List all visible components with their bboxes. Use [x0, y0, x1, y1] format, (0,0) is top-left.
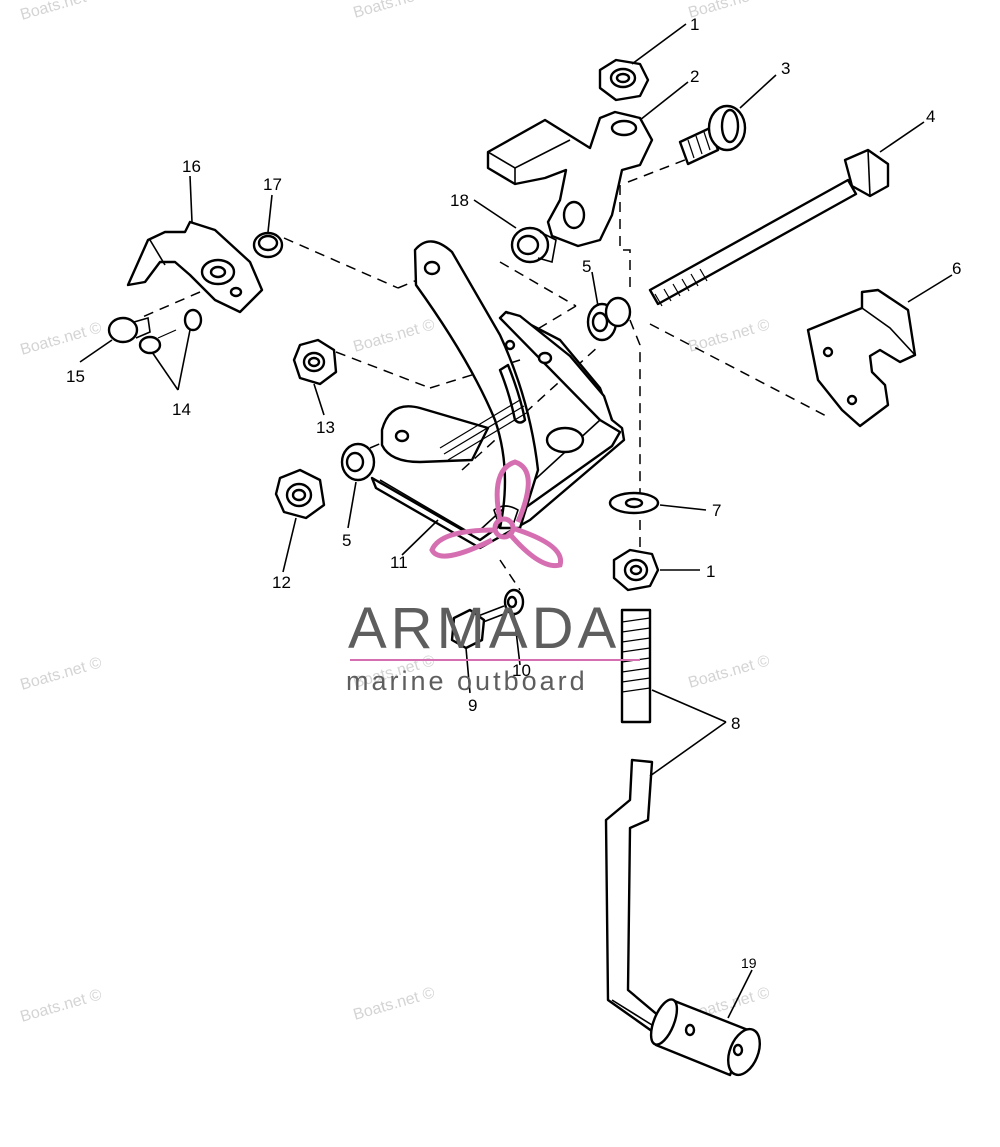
callout-label: 9 — [468, 696, 477, 715]
watermark: Boats.net © — [18, 319, 103, 359]
callout-label: 14 — [172, 400, 191, 419]
callout-label: 1 — [690, 15, 699, 34]
callout-label: 1 — [706, 562, 715, 581]
watermark: Boats.net © — [351, 316, 436, 356]
callout-label: 16 — [182, 157, 201, 176]
callout-label: 19 — [741, 955, 757, 971]
brand-tagline: marine outboard — [346, 666, 588, 696]
callout-label: 18 — [450, 191, 469, 210]
watermark: Boats.net © — [18, 654, 103, 694]
watermark: Boats.net © — [351, 0, 436, 22]
callout-label: 12 — [272, 573, 291, 592]
washer-part-7 — [608, 491, 660, 515]
callout-label: 4 — [926, 107, 935, 126]
throttle-cam-part-16 — [126, 220, 264, 314]
screw-part-9 — [450, 605, 505, 650]
callout-label: 6 — [952, 259, 961, 278]
brand-logo: ARMADA marine outboard — [346, 459, 640, 696]
assembly-lines — [139, 157, 831, 591]
watermarks: Boats.net © Boats.net © Boats.net © Boat… — [18, 0, 771, 1026]
nut-part-12 — [274, 468, 326, 520]
callout-label: 13 — [316, 418, 335, 437]
bracket-part-11 — [370, 240, 626, 550]
bracket-part-2 — [486, 110, 654, 248]
propeller-logo-icon — [429, 459, 564, 569]
washer-part-5-right — [586, 296, 632, 342]
callout-label: 2 — [690, 67, 699, 86]
callout-label: 5 — [342, 531, 351, 550]
nut-part-1-top — [598, 58, 650, 102]
callout-label: 10 — [512, 661, 531, 680]
rod-part-8 — [604, 608, 668, 1036]
brand-name: ARMADA — [348, 596, 620, 661]
callout-label: 15 — [66, 367, 85, 386]
watermark: Boats.net © — [18, 0, 103, 24]
sleeve-part-19 — [649, 998, 761, 1077]
callout-label: 5 — [582, 257, 591, 276]
watermark: Boats.net © — [351, 984, 436, 1024]
leader-lines — [79, 23, 953, 1019]
nut-part-13 — [292, 338, 338, 386]
nut-part-17 — [252, 231, 284, 259]
callout-label: 11 — [390, 553, 408, 572]
callout-label: 3 — [781, 59, 790, 78]
callout-labels: 1 2 3 4 5 6 7 1 8 9 10 11 12 5 13 14 15 … — [66, 15, 961, 971]
washer-part-5-left — [340, 442, 376, 482]
screw-part-3 — [678, 104, 747, 166]
washer-part-10 — [503, 588, 525, 616]
nut-part-1-lower — [612, 548, 660, 592]
screw-part-15 — [107, 316, 151, 344]
plate-part-6 — [806, 288, 917, 428]
bushing-part-18 — [510, 226, 557, 264]
watermark: Boats.net © — [18, 986, 103, 1026]
screw-part-14 — [138, 308, 203, 355]
callout-label: 7 — [712, 501, 721, 520]
watermark: Boats.net © — [686, 652, 771, 692]
callout-label: 8 — [731, 714, 740, 733]
callout-label: 17 — [263, 175, 282, 194]
bolt-part-4 — [648, 148, 890, 307]
